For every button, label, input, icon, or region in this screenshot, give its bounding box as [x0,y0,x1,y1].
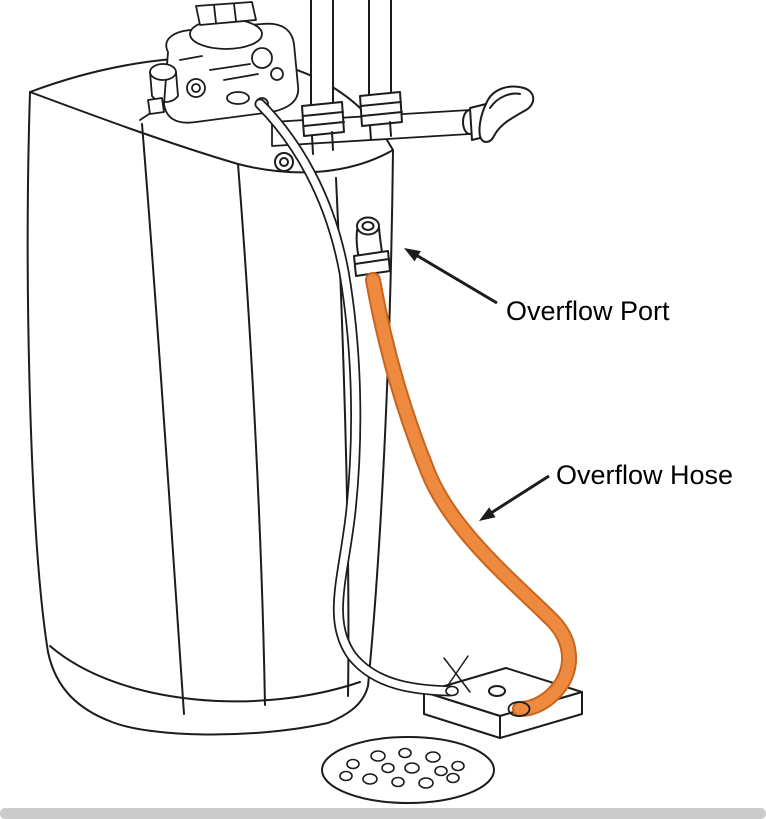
overflow-port-elbow [353,216,391,277]
inlet-pipe-nut-lines [302,111,345,127]
outlet-pipe-fill [369,0,391,98]
callout-overflow-hose: Overflow Hose [479,460,733,521]
floor-drain-holes [339,747,465,789]
valve-left-cylinder [149,63,177,81]
drain-block-center-hole [488,685,506,697]
outlet-pipe-walls [368,0,392,99]
valve-detail-lines [139,55,259,121]
inlet-pipe-nut [301,101,345,137]
bypass-handle-detail [489,92,521,109]
overflow-hose-label: Overflow Hose [556,460,733,490]
inlet-pipe-fill [311,0,333,108]
overflow-hose-edge [365,272,577,717]
overflow-hose [365,272,577,717]
tank-base-lip [49,645,361,703]
drain-hose [254,98,459,697]
overflow-port-hole [361,221,375,231]
tank-front-right-edge [237,163,266,706]
overflow-port-nut-line [354,258,390,265]
inlet-pipe-walls [310,0,334,109]
outlet-pipe-nut-lines [360,101,403,117]
overflow-port-arrow-line [415,253,498,305]
valve-dial-small [270,67,284,81]
overflow-hose-entry-ring [507,701,531,717]
tank-front-left-edge [141,123,185,715]
valve-left-bracket [147,97,165,115]
valve-port-ring-inner [191,83,201,93]
valve-top-box [195,1,257,26]
valve-lower-boss [226,91,250,105]
control-valve-assembly [139,1,300,124]
overflow-port-label: Overflow Port [506,296,670,326]
inlet-outlet-pipes [301,0,403,155]
inlet-pipe-stub [311,131,334,155]
outlet-pipe-stub [369,121,392,141]
valve-left-cylinder-sides [149,71,179,103]
overflow-hose-arrowhead [479,507,496,521]
overflow-hose-body [367,274,576,715]
manifold-flange-inner [279,157,289,167]
bypass-valve-handle [478,85,535,143]
bottom-shadow-bar [0,808,766,819]
water-softener-tank [26,56,394,736]
drain-hose-end-cap [445,685,459,697]
callout-overflow-port: Overflow Port [404,248,670,326]
drain-hose-core [256,100,454,695]
floor-drain [321,736,495,804]
drain-block [423,655,583,739]
overflow-port-arrowhead [404,248,421,262]
overflow-hose-arrow-line [490,474,550,515]
outlet-pipe-nut [359,91,403,127]
valve-top-box-line [213,3,237,24]
valve-dial-large [251,47,273,69]
overflow-port-nut [353,250,391,277]
